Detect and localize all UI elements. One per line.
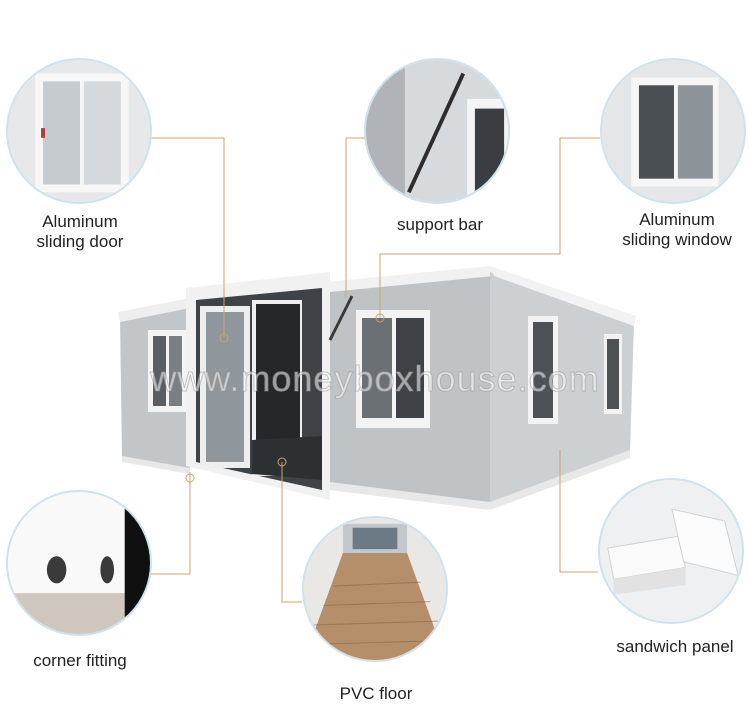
sliding-window-circle-image — [600, 58, 746, 204]
sandwich-panel-circle-image — [598, 478, 744, 624]
sliding-door-label-line2: sliding door — [36, 232, 124, 251]
sliding-door-label: Aluminum sliding door — [10, 212, 150, 252]
sliding-window-label-line2: sliding window — [622, 230, 732, 249]
watermark-text: www.moneyboxhouse.com — [150, 358, 600, 400]
sliding-door-circle-image — [6, 58, 152, 204]
sliding-window-label: Aluminum sliding window — [604, 210, 750, 250]
corner-fitting-circle-image — [6, 490, 152, 636]
pvc-floor-label: PVC floor — [339, 684, 413, 703]
sliding-window-label-line1: Aluminum — [639, 210, 715, 229]
corner-fitting-label: corner fitting — [33, 651, 127, 670]
pvc-floor-circle-image — [302, 516, 448, 662]
sliding-door-label-line1: Aluminum — [42, 212, 118, 231]
support-bar-circle-image — [364, 58, 510, 204]
support-bar-label: support bar — [397, 215, 483, 234]
sandwich-panel-label: sandwich panel — [616, 637, 734, 656]
